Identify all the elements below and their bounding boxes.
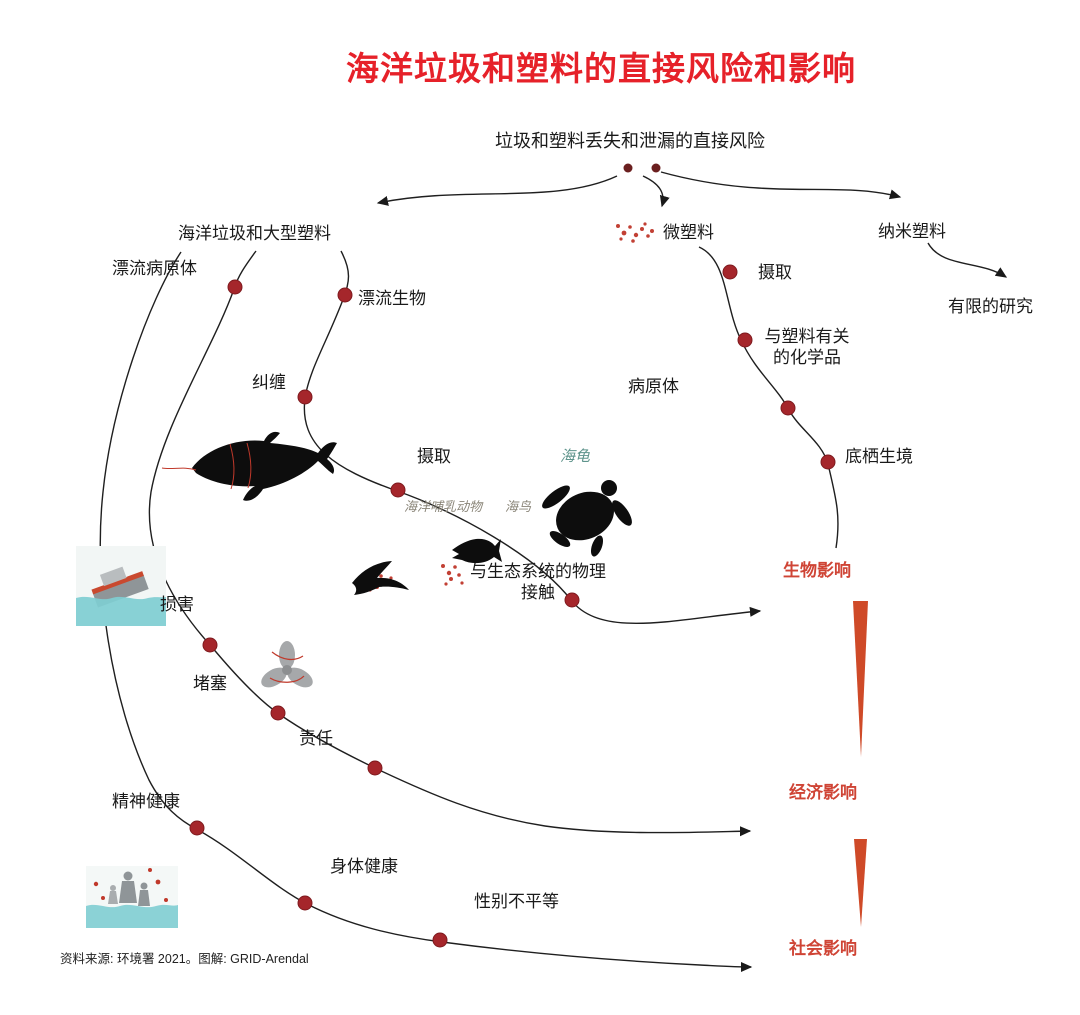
economic-stream xyxy=(148,250,752,837)
social-stream xyxy=(99,251,753,973)
node-physical-health xyxy=(297,895,313,911)
gender-inequality-label: 性别不平等 xyxy=(474,892,559,911)
economic-impact-label: 经济影响 xyxy=(789,783,857,802)
social-impact-label: 社会影响 xyxy=(789,939,857,958)
page-title: 海洋垃圾和塑料的直接风险和影响 xyxy=(346,50,856,87)
node-ingestion-right xyxy=(722,264,738,280)
node-benthic-habitat xyxy=(820,454,836,470)
node-drifting-pathogens xyxy=(227,279,243,295)
economic-to-social-arrow xyxy=(854,839,867,927)
biological-to-economic-arrow xyxy=(853,601,868,757)
node-drifting-organisms xyxy=(337,287,353,303)
node-physical-contact xyxy=(564,592,580,608)
biological-stream xyxy=(303,250,762,625)
mental-health-label: 精神健康 xyxy=(112,792,180,811)
arrow-to-nanoplastics xyxy=(660,171,902,200)
impact-flow-arrows xyxy=(853,601,868,927)
blockage-label: 堵塞 xyxy=(193,674,227,693)
microplastics-stream xyxy=(698,246,839,549)
entanglement-label: 纠缠 xyxy=(252,373,286,392)
ingestion-left-label: 摄取 xyxy=(417,447,451,466)
node-entanglement xyxy=(297,389,313,405)
node-damage xyxy=(202,637,218,653)
sinking-ship-illustration xyxy=(76,546,166,626)
whale-silhouette xyxy=(192,431,337,501)
microplastic-specks xyxy=(366,222,654,592)
marine-mammals-label: 海洋哺乳动物 xyxy=(404,499,483,514)
branch-arrows xyxy=(376,171,1008,278)
entanglement-rope-trailing xyxy=(161,467,197,471)
diagram-subtitle: 垃圾和塑料丢失和泄漏的直接风险 xyxy=(495,131,765,151)
sea-turtle-label: 海龟 xyxy=(560,448,591,465)
limited-research-label: 有限的研究 xyxy=(948,297,1033,316)
impact-streams xyxy=(99,246,839,973)
plastic-chemicals-label: 与塑料有关的化学品 xyxy=(764,327,850,368)
liability-label: 责任 xyxy=(299,729,333,748)
people-in-water-illustration xyxy=(86,866,178,928)
arrow-to-microplastics xyxy=(642,175,670,208)
drifting-organisms-label: 漂流生物 xyxy=(358,289,426,308)
biological-impact-label: 生物影响 xyxy=(783,561,851,580)
physical-contact-label: 与生态系统的物理接触 xyxy=(470,562,606,603)
node-liability xyxy=(367,760,383,776)
branch-microplastics-label: 微塑料 xyxy=(663,223,714,242)
specks-near-fish xyxy=(441,564,464,586)
damage-label: 损害 xyxy=(160,595,194,614)
node-pathogens xyxy=(780,400,796,416)
entanglement-rope-2 xyxy=(246,442,252,489)
fish-illustration xyxy=(452,538,502,564)
node-ingestion-left xyxy=(390,482,406,498)
propeller-illustration xyxy=(261,641,313,688)
arrow-to-limited-research xyxy=(927,242,1008,278)
node-blockage xyxy=(270,705,286,721)
origin-dots xyxy=(623,163,661,173)
sea-turtle-illustration xyxy=(542,480,632,557)
specks-at-micro-label xyxy=(616,222,654,243)
whale-illustration xyxy=(161,431,337,501)
ingestion-right-label: 摄取 xyxy=(758,263,792,282)
node-mental-health xyxy=(189,820,205,836)
drifting-pathogens-label: 漂流病原体 xyxy=(112,259,197,278)
pathogens-label: 病原体 xyxy=(628,377,679,396)
entanglement-rope-1 xyxy=(229,443,235,490)
source-credit: 资料来源: 环境署 2021。图解: GRID-Arendal xyxy=(60,952,309,966)
branch-nanoplastics-label: 纳米塑料 xyxy=(878,222,946,241)
benthic-habitat-label: 底栖生境 xyxy=(845,447,913,466)
node-gender-inequality xyxy=(432,932,448,948)
physical-health-label: 身体健康 xyxy=(330,857,398,876)
seabird-illustration xyxy=(352,561,409,595)
node-chemicals xyxy=(737,332,753,348)
seabirds-label: 海鸟 xyxy=(505,499,532,514)
arrow-to-macroplastics xyxy=(376,175,618,206)
risk-node-dots xyxy=(189,264,836,948)
branch-macroplastics-label: 海洋垃圾和大型塑料 xyxy=(178,224,331,243)
